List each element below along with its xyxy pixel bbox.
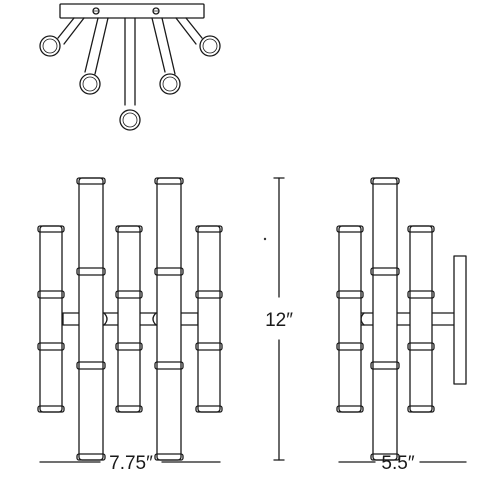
- front-tube-1: [37, 225, 65, 413]
- top-arm-center: [119, 17, 141, 131]
- front-backplate-right: [152, 312, 157, 326]
- front-tube-2: [76, 177, 106, 461]
- height-dimension-line: [263, 177, 285, 461]
- front-view: [37, 177, 223, 461]
- top-arm-outer-left: [39, 17, 85, 57]
- width-dimension-label: 7.75″: [109, 453, 153, 474]
- side-view: [336, 177, 467, 461]
- side-connector: [354, 312, 456, 326]
- side-wall-plate: [453, 255, 467, 385]
- top-arm-outer-right: [175, 17, 221, 57]
- side-tube-1: [336, 225, 364, 413]
- front-tube-3: [115, 225, 143, 413]
- front-tube-4: [154, 177, 184, 461]
- height-dimension-label: 12″: [265, 310, 293, 331]
- depth-dimension-label: 5.5″: [381, 453, 414, 474]
- side-tube-3: [407, 225, 435, 413]
- top-view: [39, 3, 221, 131]
- front-tube-5: [195, 225, 223, 413]
- front-connector-right: [179, 312, 199, 326]
- top-arm-inner-right: [151, 17, 181, 95]
- side-tube-2: [370, 177, 400, 461]
- front-backplate-left: [103, 312, 108, 326]
- top-mounting-plate: [59, 3, 205, 19]
- top-arm-inner-left: [79, 17, 109, 95]
